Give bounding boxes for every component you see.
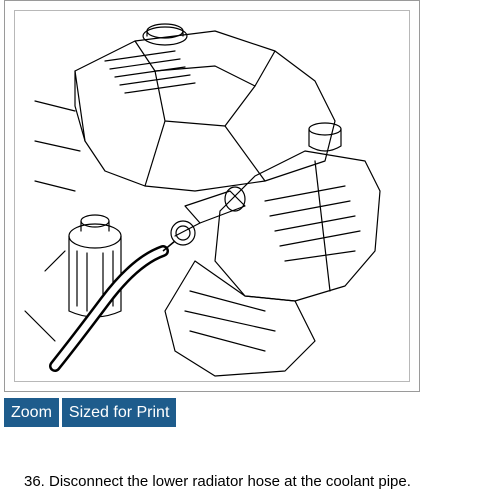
sized-for-print-button[interactable]: Sized for Print [61,398,177,427]
figure-actions: Zoom Sized for Print [4,398,177,427]
figure-frame [4,0,420,392]
engine-line-drawing [24,23,381,377]
procedure-step-text: 36. Disconnect the lower radiator hose a… [24,473,411,490]
zoom-button[interactable]: Zoom [4,398,59,427]
engine-illustration [14,10,410,382]
